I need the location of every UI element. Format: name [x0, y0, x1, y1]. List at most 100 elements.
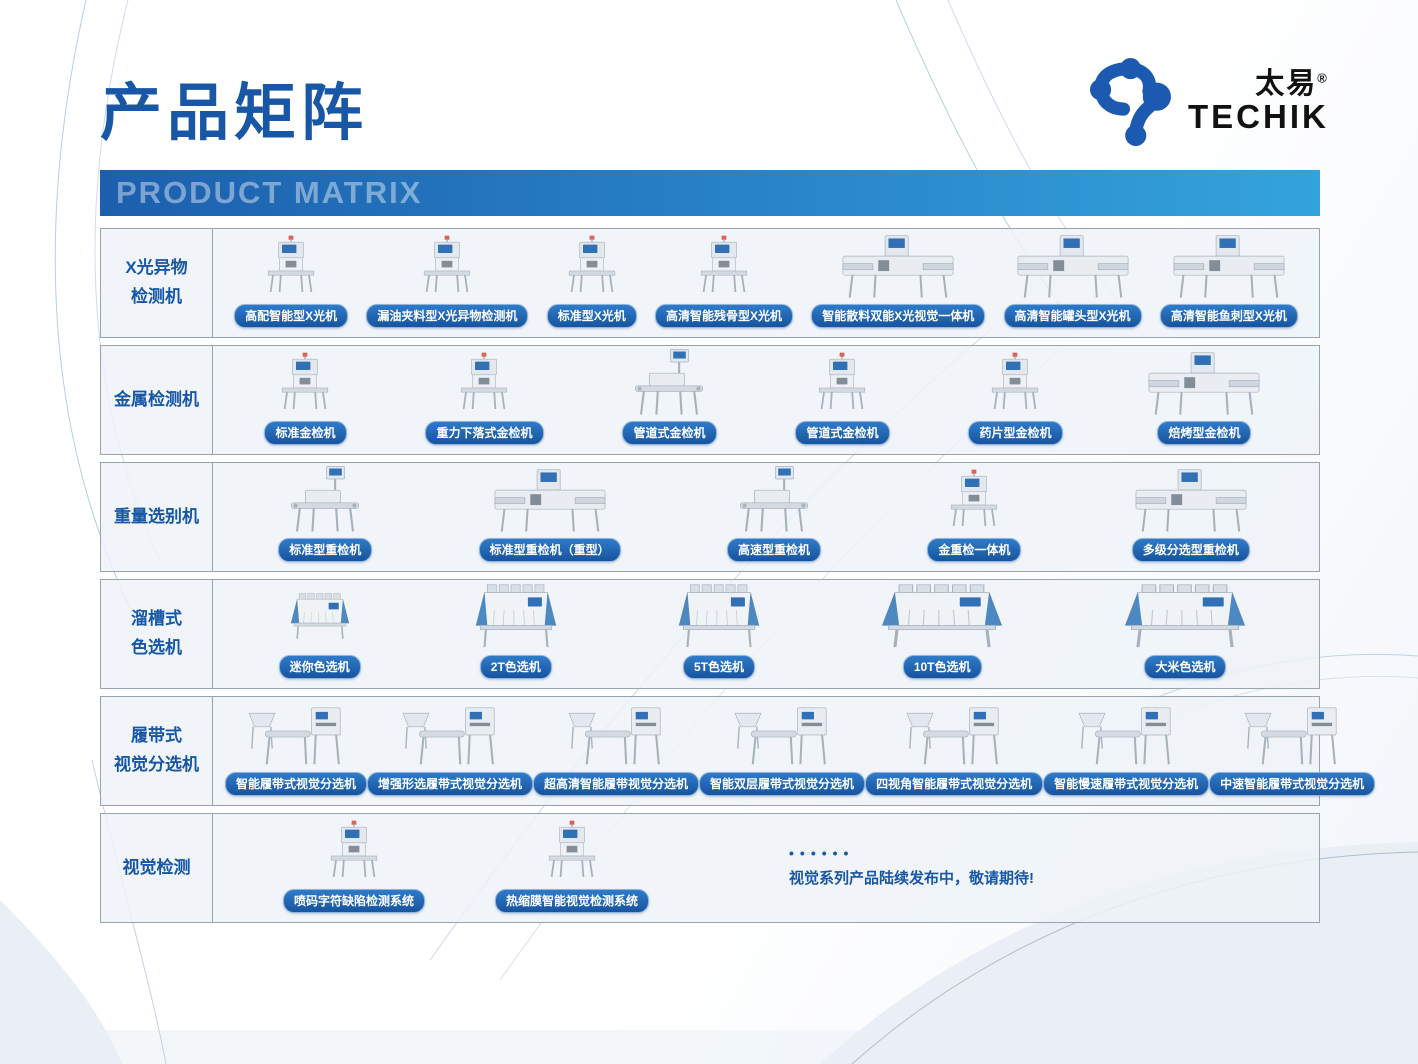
product-item: 热缩膜智能视觉检测系统 [495, 814, 650, 913]
product-item: 高清智能残骨型X光机 [654, 229, 793, 328]
product-item: 高清智能罐头型X光机 [1003, 233, 1142, 328]
product-item: 智能散料双能X光视觉一体机 [811, 233, 986, 328]
product-item: 药片型金检机 [968, 346, 1063, 445]
product-label: 高速型重检机 [726, 538, 821, 562]
machine-image [567, 234, 616, 293]
product-label: 智能履带式视觉分选机 [225, 772, 368, 796]
row-category: 履带式 视觉分选机 [101, 697, 213, 805]
row-products: 迷你色选机 2T色选机 5T色选机 10T色选机 大米色选机 [213, 580, 1319, 688]
brand-name-en: TECHIK [1188, 97, 1329, 135]
product-item: 5T色选机 [671, 582, 767, 679]
product-label: 高清智能残骨型X光机 [654, 304, 793, 328]
brand-name-cn: 太易® [1255, 68, 1329, 101]
product-item: 高速型重检机 [726, 465, 821, 562]
product-item: 智能双层履带式视觉分选机 [699, 701, 866, 796]
machine-image [1244, 706, 1338, 766]
product-label: 10T色选机 [902, 655, 982, 679]
product-item: 标准金检机 [264, 346, 347, 445]
machine-image [1078, 706, 1172, 766]
product-item: 管道式金检机 [795, 346, 890, 445]
product-label: 5T色选机 [682, 655, 755, 679]
row-products: 标准型重检机 标准型重检机（重型） 高速型重检机 金重检一体机 多级分选型重检机 [213, 463, 1319, 571]
product-item: 喷码字符缺陷检测系统 [283, 814, 426, 913]
product-label: 大米色选机 [1144, 655, 1227, 679]
product-label: 2T色选机 [479, 655, 552, 679]
machine-image [423, 234, 472, 293]
machine-image [248, 706, 342, 766]
product-item: 焙烤型金检机 [1141, 350, 1267, 445]
product-matrix: X光异物 检测机 高配智能型X光机 漏油夹料型X光异物检测机 标准型X光机 [100, 228, 1376, 923]
page-subtitle: PRODUCT MATRIX [116, 175, 423, 210]
machine-image [991, 351, 1040, 410]
machine-image [1134, 468, 1247, 533]
product-item: 多级分选型重检机 [1128, 467, 1254, 562]
machine-image [1172, 234, 1285, 299]
product-item: 金重检一体机 [927, 463, 1022, 562]
product-item: 迷你色选机 [278, 582, 361, 679]
row-vision-inspection: 视觉检测 喷码字符缺陷检测系统 热缩膜智能视觉检测系统 •••••• 视觉系列产… [100, 813, 1320, 923]
machine-image [739, 465, 809, 533]
product-item: 大米色选机 [1117, 582, 1253, 679]
product-label: 热缩膜智能视觉检测系统 [495, 889, 650, 913]
machine-image [460, 351, 509, 410]
product-item: 增强形选履带式视觉分选机 [367, 701, 534, 796]
row-checkweighers: 重量选别机 标准型重检机 标准型重检机（重型） 高速型重检机 金重检一体机 [100, 462, 1320, 572]
row-chute-color-sorters: 溜槽式 色选机 迷你色选机 2T色选机 5T色选机 10T色选 [100, 579, 1320, 689]
product-label: 高配智能型X光机 [234, 304, 349, 328]
machine-image [267, 234, 315, 293]
machine-image [1016, 234, 1129, 299]
machine-image [281, 351, 330, 410]
logo-text: 太易® TECHIK [1188, 69, 1329, 134]
product-label: 漏油夹料型X光异物检测机 [366, 304, 529, 328]
product-item: 2T色选机 [468, 582, 564, 679]
machine-image [493, 468, 606, 533]
row-category: 金属检测机 [101, 346, 213, 454]
machine-image [1124, 583, 1247, 649]
product-label: 金重检一体机 [927, 538, 1022, 562]
row-category: 重量选别机 [101, 463, 213, 571]
techik-logo-icon [1090, 58, 1171, 146]
product-label: 中速智能履带式视觉分选机 [1209, 772, 1376, 796]
coming-soon-text: 视觉系列产品陆续发布中，敬请期待! [789, 870, 1035, 887]
machine-image [842, 234, 955, 299]
product-label: 喷码字符缺陷检测系统 [283, 889, 426, 913]
product-label: 高清智能罐头型X光机 [1003, 304, 1142, 328]
product-label: 焙烤型金检机 [1157, 421, 1252, 445]
product-item: 管道式金检机 [622, 348, 717, 445]
product-item: 高配智能型X光机 [234, 229, 349, 328]
product-item: 标准型重检机（重型） [478, 467, 621, 562]
coming-soon-note: •••••• 视觉系列产品陆续发布中，敬请期待! [789, 845, 1034, 888]
product-label: 迷你色选机 [278, 655, 361, 679]
machine-image [734, 706, 828, 766]
page-title: 产品矩阵 [100, 79, 369, 148]
product-label: 标准型重检机 [278, 538, 373, 562]
product-label: 智能散料双能X光视觉一体机 [811, 304, 986, 328]
product-label: 智能双层履带式视觉分选机 [699, 772, 866, 796]
machine-image [700, 234, 748, 293]
machine-image [678, 583, 760, 649]
product-item: 高清智能鱼刺型X光机 [1159, 233, 1298, 328]
row-metal-detectors: 金属检测机 标准金检机 重力下落式金检机 管道式金检机 管道式金检机 [100, 345, 1320, 455]
machine-image [634, 348, 705, 416]
product-item: 中速智能履带式视觉分选机 [1209, 701, 1376, 796]
machine-image [950, 468, 999, 527]
machine-image [289, 592, 350, 640]
company-logo: 太易® TECHIK [1090, 58, 1329, 146]
product-label: 药片型金检机 [968, 421, 1063, 445]
product-label: 标准型X光机 [546, 304, 637, 328]
product-label: 标准型重检机（重型） [478, 538, 621, 562]
product-label: 高清智能鱼刺型X光机 [1159, 304, 1298, 328]
row-category: 溜槽式 色选机 [101, 580, 213, 688]
machine-image [330, 819, 378, 878]
machine-image [474, 583, 557, 649]
product-item: 10T色选机 [874, 582, 1010, 679]
row-products: 智能履带式视觉分选机 增强形选履带式视觉分选机 超高清智能履带视觉分选机 智能双… [213, 697, 1387, 805]
row-xray-detectors: X光异物 检测机 高配智能型X光机 漏油夹料型X光异物检测机 标准型X光机 [100, 228, 1320, 338]
product-item: 漏油夹料型X光异物检测机 [366, 229, 529, 328]
product-item: 智能慢速履带式视觉分选机 [1043, 701, 1210, 796]
product-label: 标准金检机 [264, 421, 347, 445]
product-label: 重力下落式金检机 [425, 421, 544, 445]
ellipsis-dots: •••••• [789, 845, 855, 861]
machine-image [880, 583, 1004, 649]
row-products: 喷码字符缺陷检测系统 热缩膜智能视觉检测系统 •••••• 视觉系列产品陆续发布… [213, 814, 1319, 922]
